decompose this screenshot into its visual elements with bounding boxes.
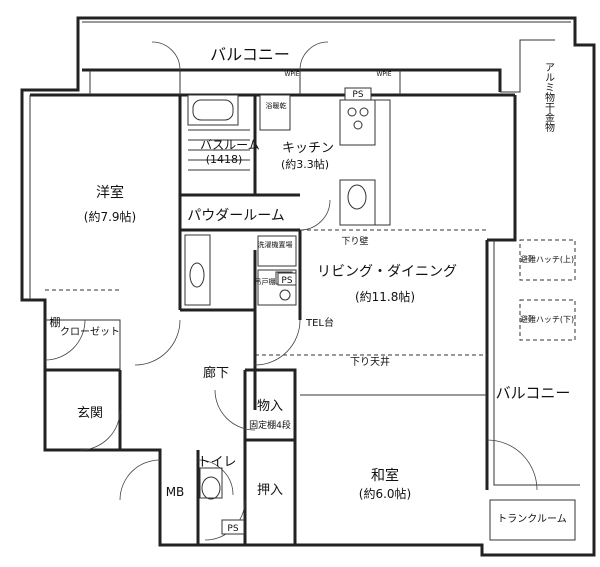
hallway-label: 廊下 [203, 365, 229, 381]
trunk-room-box [489, 499, 576, 541]
bathroom-label: バスルーム [200, 138, 260, 152]
fixed-shelf-label: 固定棚4段 [249, 419, 291, 431]
ps-label-powder: PS [281, 276, 292, 286]
kitchen-counters [339, 89, 391, 226]
living-dining-size: (約11.8帖) [355, 289, 415, 304]
western-room-label: 洋室 [96, 184, 124, 201]
balcony-top-detail [89, 41, 401, 95]
oshiire-label: 押入 [257, 483, 283, 498]
lowered-wall-label: 下り壁 [341, 235, 368, 247]
ps-label-toilet: PS [227, 524, 238, 534]
ps-boxes [221, 87, 372, 535]
bathroom-fixtures [187, 94, 291, 171]
interior-walls [45, 95, 487, 545]
wpe-label-2: WPIE [376, 71, 391, 78]
balcony-top-label: バルコニー [210, 45, 290, 64]
washer-label: 洗濯機置場 [258, 240, 293, 249]
toilet-label: トイレ [197, 455, 236, 470]
outer-walls [20, 16, 596, 557]
entrance-label: 玄関 [77, 406, 103, 421]
living-dining-label: リビング・ダイニング [317, 264, 457, 280]
japanese-room-label: 和室 [371, 467, 399, 484]
storage-label: 物入 [257, 399, 283, 414]
closet-label: クローゼット [60, 326, 120, 338]
japanese-room-size: (約6.0帖) [359, 486, 411, 501]
lowered-ceiling-label: 下り天井 [350, 355, 390, 368]
kitchen-size: (約3.3帖) [281, 157, 329, 171]
tel-label: TEL台 [305, 316, 334, 329]
alum-dryer-label: アルミ物干金物 [543, 62, 555, 133]
dryer-label: 浴暖乾 [266, 101, 287, 110]
western-room-size: (約7.9帖) [84, 209, 136, 224]
wpe-label-1: WPIE [284, 71, 299, 78]
trunk-room-label: トランクルーム [497, 513, 566, 525]
bathroom-size: (1418) [206, 153, 243, 166]
balcony-right-label: バルコニー [496, 384, 571, 402]
evac-hatch-upper-label: 避難ハッチ(上) [520, 254, 574, 264]
closet-shelf-label: 棚 [50, 315, 61, 329]
powder-room-label: パウダールーム [187, 208, 285, 224]
ps-label-kitchen: PS [352, 90, 363, 100]
evac-hatches [519, 239, 576, 341]
kitchen-label: キッチン [282, 141, 334, 156]
evac-hatch-lower-label: 避難ハッチ(下) [520, 314, 574, 324]
wall-cabinet-label: 吊戸棚 [255, 277, 276, 286]
mb-label: MB [166, 485, 185, 499]
